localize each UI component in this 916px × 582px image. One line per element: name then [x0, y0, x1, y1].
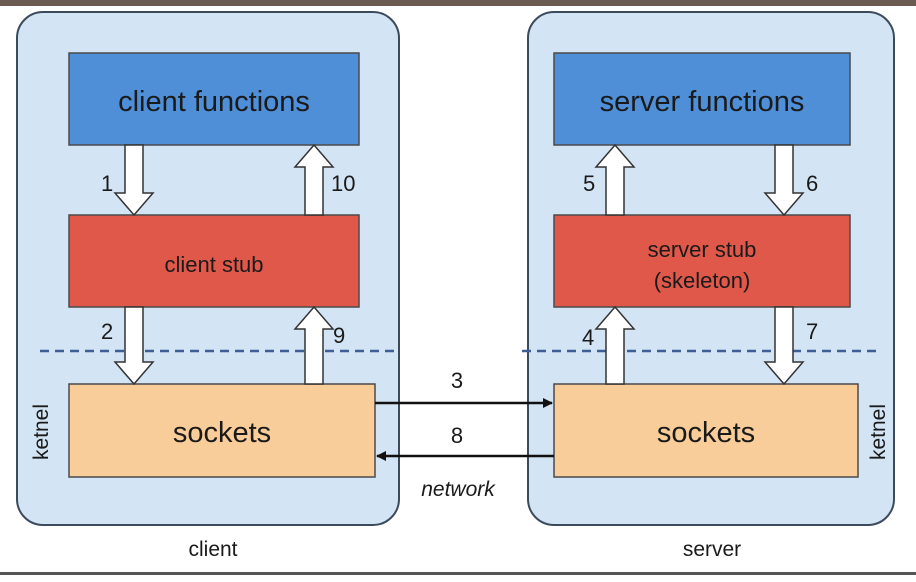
network-label: network [421, 478, 496, 501]
step-label-1: 1 [101, 171, 113, 196]
arrow-step-7 [763, 306, 805, 386]
step-label-3: 3 [451, 368, 463, 393]
server-caption: server [683, 538, 741, 561]
client-sockets-label: sockets [173, 417, 271, 449]
bottom-rule [0, 572, 916, 575]
client-functions-box [68, 52, 360, 146]
client-stub-label: client stub [164, 252, 263, 277]
arrow-step-6 [763, 144, 805, 217]
step-label-2: 2 [101, 319, 113, 344]
client-caption: client [188, 538, 237, 561]
step-label-10: 10 [331, 171, 355, 196]
client-kernel-label: ketnel [30, 404, 53, 460]
server-stub-label-line2: (skeleton) [654, 268, 751, 293]
arrow-step-10 [293, 143, 335, 216]
step-label-6: 6 [806, 171, 818, 196]
server-functions-box [553, 52, 851, 146]
arrow-step-1 [113, 144, 155, 217]
server-functions-label: server functions [600, 86, 805, 118]
arrow-step-4 [594, 305, 636, 385]
server-stub-label-line1: server stub [648, 237, 757, 262]
step-label-9: 9 [333, 323, 345, 348]
step-label-5: 5 [583, 171, 595, 196]
server-sockets-label: sockets [657, 417, 755, 449]
arrow-step-2 [113, 306, 155, 386]
server-stub-box [553, 214, 851, 308]
step-label-4: 4 [582, 325, 594, 350]
arrow-step-5 [594, 143, 636, 216]
step-label-7: 7 [806, 319, 818, 344]
client-stub-box [68, 214, 360, 308]
top-border-strip [0, 0, 916, 6]
arrow-step-9 [293, 305, 335, 385]
server-sockets-box [553, 383, 859, 478]
server-kernel-label: ketnel [867, 404, 890, 460]
client-functions-label: client functions [118, 86, 310, 118]
step-label-8: 8 [451, 423, 463, 448]
client-sockets-box [68, 383, 376, 478]
